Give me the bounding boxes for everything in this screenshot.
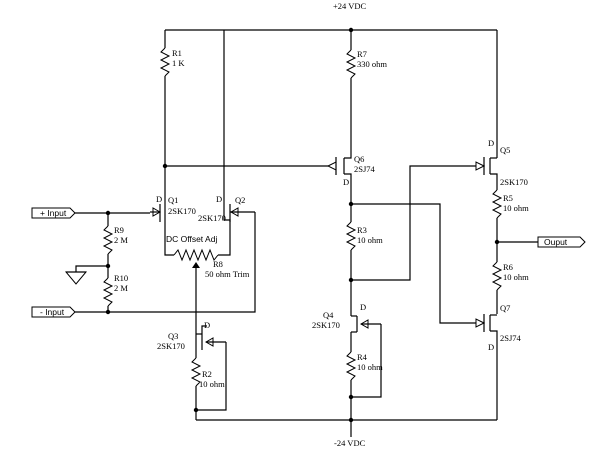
resistor-r3 bbox=[345, 221, 357, 280]
transistor-q3 bbox=[195, 322, 226, 358]
r3-value: 10 ohm bbox=[357, 235, 383, 245]
minus-input-port bbox=[31, 306, 76, 318]
r2-name: R2 bbox=[202, 369, 212, 379]
q5-name: Q5 bbox=[500, 145, 510, 155]
resistor-r8-trimmer bbox=[173, 248, 219, 322]
q5-part: 2SK170 bbox=[500, 177, 528, 187]
r8-value: 50 ohm Trim bbox=[205, 269, 250, 279]
q5-drain-pin: D bbox=[488, 138, 494, 148]
wire-minus-input bbox=[75, 212, 256, 313]
q6-part: 2SJ74 bbox=[354, 164, 376, 174]
r6-value: 10 ohm bbox=[503, 272, 529, 282]
wire-q4-gate-loop bbox=[351, 324, 382, 398]
resistor-r10 bbox=[102, 266, 114, 312]
negative-rail-label: -24 VDC bbox=[334, 438, 366, 448]
r8-name: R8 bbox=[213, 259, 223, 269]
resistor-r2 bbox=[190, 357, 202, 420]
r4-value: 10 ohm bbox=[357, 362, 383, 372]
q4-part: 2SK170 bbox=[312, 320, 340, 330]
output-port bbox=[537, 236, 586, 248]
r10-value: 2 M bbox=[114, 283, 128, 293]
wire-q2-source bbox=[218, 219, 231, 256]
q7-gate-arrow bbox=[475, 318, 486, 328]
r1-value: 1 K bbox=[172, 58, 185, 68]
transistor-q4 bbox=[350, 280, 381, 333]
transistor-q5 bbox=[483, 157, 498, 190]
q5-gate-arrow bbox=[475, 161, 486, 171]
q2-name: Q2 bbox=[235, 195, 245, 205]
wire-r3-top-to-q7-gate bbox=[351, 203, 476, 324]
q6-name: Q6 bbox=[354, 154, 364, 164]
transistor-q2 bbox=[223, 204, 255, 222]
q7-name: Q7 bbox=[500, 303, 510, 313]
plus-input-label: + Input bbox=[40, 208, 67, 218]
resistor-r7 bbox=[345, 30, 357, 150]
r8-note: DC Offset Adj bbox=[166, 234, 217, 244]
q3-drain-pin: D bbox=[204, 320, 210, 330]
r10-name: R10 bbox=[114, 273, 128, 283]
q3-name: Q3 bbox=[168, 331, 178, 341]
r4-name: R4 bbox=[357, 352, 368, 362]
q7-drain-pin: D bbox=[488, 342, 494, 352]
resistor-r6 bbox=[491, 261, 503, 314]
transistor-q1 bbox=[150, 204, 166, 222]
resistor-r1 bbox=[159, 30, 171, 166]
q1-part: 2SK170 bbox=[168, 206, 196, 216]
q1-name: Q1 bbox=[168, 195, 178, 205]
q6-gate-arrow bbox=[326, 161, 337, 171]
r7-value: 330 ohm bbox=[357, 59, 387, 69]
q2-drain-pin: D bbox=[216, 194, 222, 204]
transistor-q6 bbox=[335, 150, 352, 195]
r3-name: R3 bbox=[357, 225, 367, 235]
minus-input-label: - Input bbox=[40, 307, 65, 317]
r9-value: 2 M bbox=[114, 235, 128, 245]
r6-name: R6 bbox=[503, 262, 513, 272]
q1-drain-pin: D bbox=[156, 194, 162, 204]
q6-drain-pin: D bbox=[343, 177, 349, 187]
wire-r3-bottom-to-q5-gate bbox=[351, 165, 476, 281]
r9-name: R9 bbox=[114, 225, 124, 235]
resistor-r9 bbox=[102, 213, 114, 266]
q3-part: 2SK170 bbox=[157, 341, 185, 351]
negative-rail bbox=[196, 419, 497, 437]
plus-input-port bbox=[31, 207, 76, 219]
r2-value: 10 ohm bbox=[199, 379, 225, 389]
transistor-q7 bbox=[483, 314, 498, 420]
q2-part: 2SK170 bbox=[198, 213, 226, 223]
output-label: Ouput bbox=[544, 237, 568, 247]
resistor-r4 bbox=[345, 332, 357, 420]
resistor-r5 bbox=[491, 189, 503, 262]
wire-q1-source bbox=[164, 220, 174, 256]
r5-name: R5 bbox=[503, 193, 513, 203]
wire-q3-gate-loop bbox=[196, 342, 227, 411]
q4-name: Q4 bbox=[323, 310, 334, 320]
q7-part: 2SJ74 bbox=[500, 333, 522, 343]
positive-rail-label: +24 VDC bbox=[333, 1, 367, 11]
r5-value: 10 ohm bbox=[503, 203, 529, 213]
q4-drain-pin: D bbox=[360, 302, 366, 312]
r1-name: R1 bbox=[172, 48, 182, 58]
r7-name: R7 bbox=[357, 49, 367, 59]
ground-symbol bbox=[64, 265, 108, 285]
